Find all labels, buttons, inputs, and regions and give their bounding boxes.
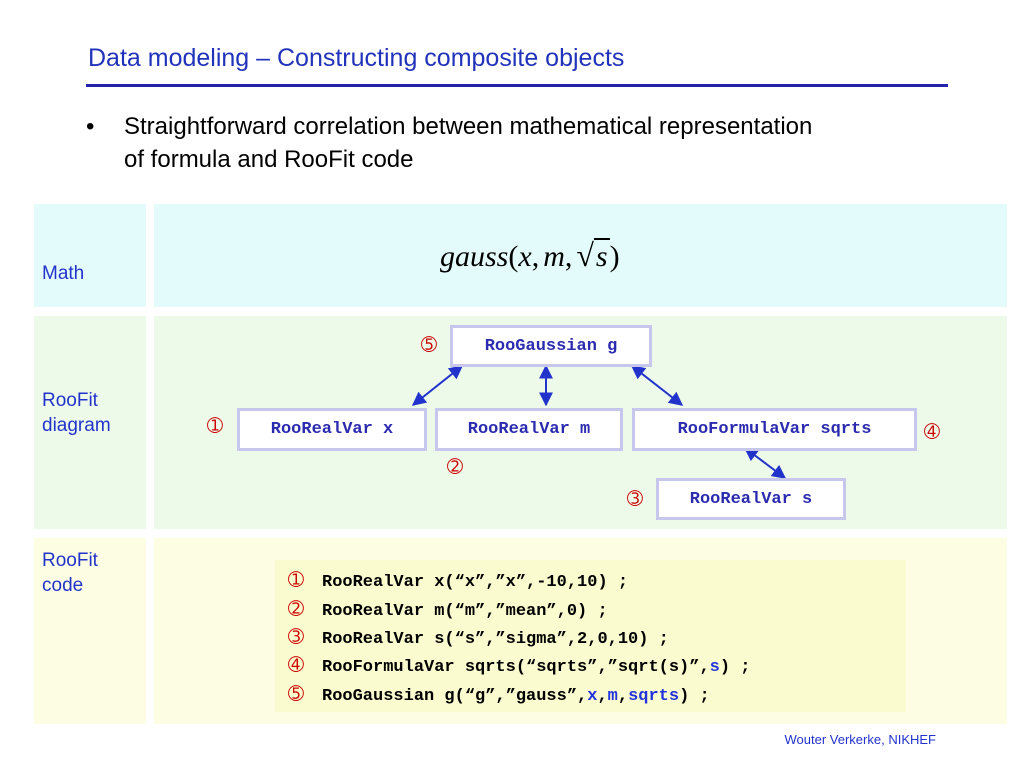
bullet-dot-icon: •: [86, 113, 95, 140]
arrow-sqrts-s: [743, 447, 787, 479]
slide-title: Data modeling – Constructing composite o…: [88, 44, 625, 72]
footer-author: Wouter Verkerke, NIKHEF: [784, 732, 936, 747]
node-roogaussian-g: RooGaussian g: [450, 325, 652, 367]
code-row-label: RooFit code: [34, 538, 146, 724]
code-text-5-post: ) ;: [679, 687, 710, 706]
formula-close-paren: ): [609, 240, 620, 273]
code-marker-2: ➁: [288, 598, 304, 620]
diagram-row-label: RooFit diagram: [34, 316, 146, 529]
formula-sqrt: √ s: [576, 236, 610, 274]
code-arg-m: m: [607, 687, 618, 706]
bullet-text: Straightforward correlation between math…: [124, 113, 813, 173]
code-line-3: ➂ RooRealVar s(“s”,”sigma”,2,0,10) ;: [288, 626, 669, 649]
formula-comma-1: ,: [531, 240, 540, 273]
code-line-5: ➄ RooGaussian g(“g”,”gauss”,x,m,sqrts) ;: [288, 683, 710, 706]
diagram-label-line-2: diagram: [42, 415, 111, 436]
code-block: [275, 560, 906, 712]
arrow-gauss-sqrts: [630, 365, 684, 406]
code-label-line-2: code: [42, 575, 84, 596]
code-sep-1: ,: [597, 687, 608, 706]
code-text-5-pre: RooGaussian g(“g”,”gauss”,: [322, 687, 588, 706]
formula-arg-s: s: [593, 238, 610, 273]
code-arg-sqrts: sqrts: [628, 687, 680, 706]
code-line-1: ➀ RooRealVar x(“x”,”x”,-10,10) ;: [288, 569, 628, 592]
code-text-4-pre: RooFormulaVar sqrts(“sqrts”,”sqrt(s)”,: [322, 658, 710, 677]
bullet-item: • Straightforward correlation between ma…: [86, 110, 824, 176]
marker-5: ➄: [421, 334, 437, 356]
code-arg-s: s: [709, 658, 720, 677]
math-row-label: Math: [34, 204, 146, 307]
node-roorealvar-x: RooRealVar x: [237, 408, 427, 451]
code-marker-3: ➂: [288, 626, 304, 648]
code-text-4-post: ) ;: [719, 658, 751, 677]
marker-3: ➂: [627, 488, 643, 510]
math-label-text: Math: [42, 263, 85, 284]
marker-1: ➀: [207, 415, 223, 437]
formula-arg-x: x: [518, 240, 532, 273]
diagram-label-line-1: RooFit: [42, 390, 98, 411]
marker-2: ➁: [447, 456, 463, 478]
formula-open-paren: (: [508, 240, 519, 273]
code-text-2: RooRealVar m(“m”,”mean”,0) ;: [322, 602, 608, 621]
code-line-2: ➁ RooRealVar m(“m”,”mean”,0) ;: [288, 598, 608, 621]
code-marker-4: ➃: [288, 654, 304, 676]
code-arg-x: x: [587, 687, 598, 706]
code-text-1: RooRealVar x(“x”,”x”,-10,10) ;: [322, 573, 629, 592]
formula-comma-2: ,: [564, 240, 573, 273]
code-label-line-1: RooFit: [42, 550, 98, 571]
arrow-gauss-x: [411, 365, 464, 406]
title-divider: [86, 84, 948, 87]
math-formula: gauss ( x , m , √ s ): [440, 236, 620, 274]
node-rooformulavar-sqrts: RooFormulaVar sqrts: [632, 408, 917, 451]
math-row-body: [154, 204, 1007, 307]
marker-4: ➃: [924, 421, 940, 443]
formula-arg-m: m: [543, 240, 565, 273]
formula-func: gauss: [440, 240, 509, 273]
code-marker-5: ➄: [288, 683, 304, 705]
code-line-4: ➃ RooFormulaVar sqrts(“sqrts”,”sqrt(s)”,…: [288, 654, 750, 677]
code-text-3: RooRealVar s(“s”,”sigma”,2,0,10) ;: [322, 630, 669, 649]
node-roorealvar-m: RooRealVar m: [435, 408, 623, 451]
code-sep-2: ,: [617, 687, 629, 706]
sqrt-radical-icon: √: [576, 237, 594, 273]
code-marker-1: ➀: [288, 569, 304, 591]
node-roorealvar-s: RooRealVar s: [656, 478, 846, 520]
